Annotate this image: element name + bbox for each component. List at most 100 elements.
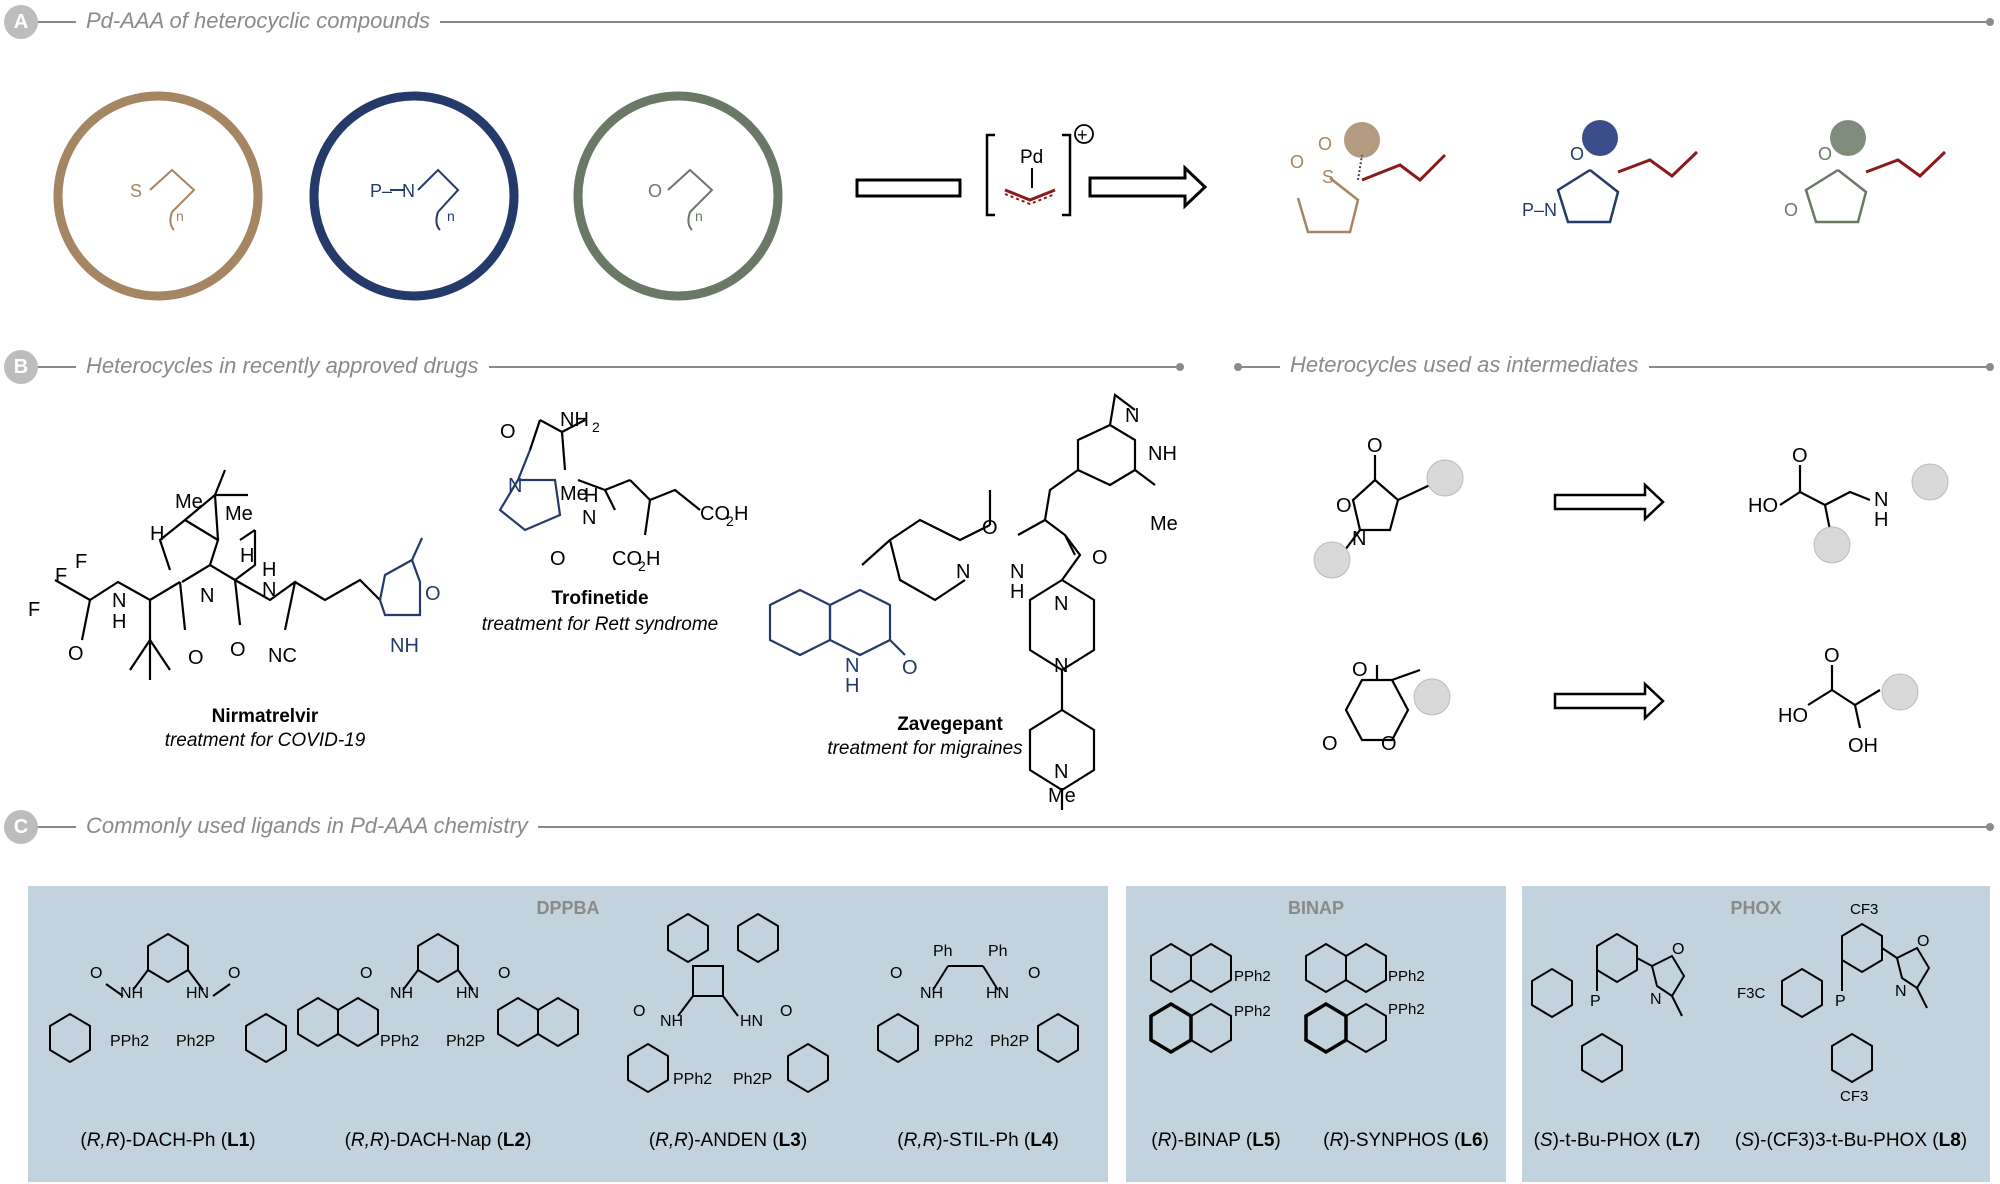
l1-pph2: PPh2 — [110, 1033, 149, 1050]
l4-o2: O — [1028, 965, 1040, 982]
trof-o1: O — [500, 421, 516, 443]
l2-pph2: PPh2 — [380, 1033, 419, 1050]
pi-allyl-dash — [1004, 193, 1056, 206]
arrow-row2 — [1553, 681, 1665, 721]
l4-ph2p: Ph2P — [990, 1033, 1029, 1050]
int1-n: N — [1352, 528, 1366, 550]
zav-n1: N — [1125, 405, 1139, 427]
l3-pph2: PPh2 — [673, 1071, 712, 1088]
drug-structures: F F F O N H O N H H Me Me O N H NC O NH … — [28, 393, 1178, 810]
nirm-nc: NC — [268, 645, 297, 667]
section-b-rule-right-start — [1234, 363, 1242, 371]
nirm-me2: Me — [225, 503, 253, 525]
drug-use-nirmatrelvir: treatment for COVID-19 — [164, 730, 366, 751]
product-lactam — [1556, 168, 1620, 224]
l8-cf3-top: CF3 — [1850, 901, 1878, 918]
l3-o2: O — [780, 1003, 792, 1020]
l1-o2: O — [228, 965, 240, 982]
l4-hn: HN — [986, 985, 1009, 1002]
int2-o2: O — [1322, 733, 1338, 755]
ligand-label-l8: (S)-(CF3)3-t-Bu-PHOX (L8) — [1734, 1130, 1968, 1151]
l7-p: P — [1590, 993, 1601, 1010]
alpha-hydroxy-acid — [1807, 665, 1881, 729]
product3-o-ring: O — [1784, 200, 1798, 220]
product1-o-top: O — [1318, 134, 1332, 154]
section-b-title-right: Heterocycles used as intermediates — [1280, 352, 1649, 378]
l2-o1: O — [360, 965, 372, 982]
l3-ph2p: Ph2P — [733, 1071, 772, 1088]
l4-ph1: Ph — [933, 943, 953, 960]
retro-arrow-left — [855, 178, 962, 198]
ring-atom-o: O — [648, 181, 662, 201]
trof-co2h-1-h: H — [734, 503, 748, 525]
l2-ph2p: Ph2P — [446, 1033, 485, 1050]
trof-n1: N — [508, 475, 522, 497]
product-lactone — [1804, 168, 1868, 224]
ring-circle-oxygen — [573, 91, 783, 301]
l2-hn: HN — [456, 985, 479, 1002]
section-b-rule-left — [30, 366, 1180, 368]
section-a-title: Pd-AAA of heterocyclic compounds — [76, 8, 441, 34]
section-c-badge: C — [4, 810, 38, 844]
drug-name-nirmatrelvir: Nirmatrelvir — [211, 706, 319, 727]
section-a-scheme: S n P– N n O n Pd + O O S O P–N — [53, 91, 1947, 301]
zav-n3: N — [1010, 561, 1024, 583]
zav-n2: N — [956, 561, 970, 583]
zav-n4: N — [1054, 593, 1068, 615]
binap-structure — [1149, 942, 1232, 1055]
trof-co2h-2-h: H — [646, 548, 660, 570]
beta-amino-acid — [1779, 465, 1871, 531]
product2-o: O — [1570, 144, 1584, 164]
thietane-structure — [149, 168, 196, 231]
synphos-structure — [1304, 942, 1387, 1055]
allyl-chain-3 — [1865, 150, 1947, 178]
drug-use-trofinetide: treatment for Rett syndrome — [481, 614, 719, 635]
pi-allyl — [1004, 188, 1056, 202]
l1-hn: HN — [186, 985, 209, 1002]
l2-structure — [297, 932, 579, 1048]
dppba-structures: NH HN O O PPh2 Ph2P NH HN O O PPh2 Ph2P — [49, 912, 1079, 1094]
section-c-title: Commonly used ligands in Pd-AAA chemistr… — [76, 813, 538, 839]
section-b-rule-right-end — [1986, 363, 1994, 371]
binap-pph2-2: PPh2 — [1234, 1003, 1271, 1020]
zavegepant-quinolinone — [768, 588, 906, 657]
synphos-pph2-2: PPh2 — [1388, 1001, 1425, 1018]
arrow-row1 — [1553, 482, 1665, 522]
trof-nh: NH — [560, 409, 589, 431]
charge-label: + — [1077, 125, 1088, 145]
l8-cf3-bottom: CF3 — [1840, 1088, 1868, 1105]
ligand-label-l3: (R,R)-ANDEN (L3) — [648, 1130, 808, 1151]
product2-pn: P–N — [1522, 200, 1557, 220]
pd-bracket-right — [1062, 133, 1072, 217]
allyl-chain-2 — [1617, 150, 1699, 178]
ligand-panel-dppba: DPPBA NH HN O O PPh2 Ph2P NH HN — [28, 886, 1108, 1182]
int1-prod-h: H — [1874, 509, 1888, 531]
panel-title-binap: BINAP — [1287, 898, 1344, 918]
ligand-label-l6: (R)-SYNPHOS (L6) — [1323, 1130, 1489, 1151]
l4-ph2: Ph — [988, 943, 1008, 960]
zav-me1: Me — [1150, 513, 1178, 535]
drug-name-trofinetide: Trofinetide — [551, 588, 649, 609]
nirm-f1: F — [55, 565, 67, 587]
sphere-r3 — [1911, 463, 1949, 501]
int1-prod-ho: HO — [1748, 495, 1778, 517]
sphere-r1 — [1426, 459, 1464, 497]
nirmatrelvir-lactam — [378, 537, 424, 617]
nirm-o4: O — [425, 583, 441, 605]
ring-circle-sulfur — [53, 91, 263, 301]
l7-structure — [1531, 932, 1686, 1084]
trof-co2h-1: CO — [700, 503, 730, 525]
product3-o-top: O — [1818, 144, 1832, 164]
nirm-nh: NH — [390, 635, 419, 657]
zav-n6: N — [1054, 761, 1068, 783]
section-a-badge: A — [4, 5, 38, 39]
section-c-rule-end — [1986, 823, 1994, 831]
l3-structure — [627, 912, 829, 1094]
int1-o2: O — [1336, 495, 1352, 517]
zavegepant-skeleton — [861, 393, 1156, 810]
trof-co2h-2-sub: 2 — [638, 558, 646, 574]
nirm-h4: H — [262, 559, 276, 581]
trof-co2h-2: CO — [612, 548, 642, 570]
drug-name-zavegepant: Zavegepant — [897, 714, 1003, 735]
dioxanone — [1344, 665, 1421, 742]
